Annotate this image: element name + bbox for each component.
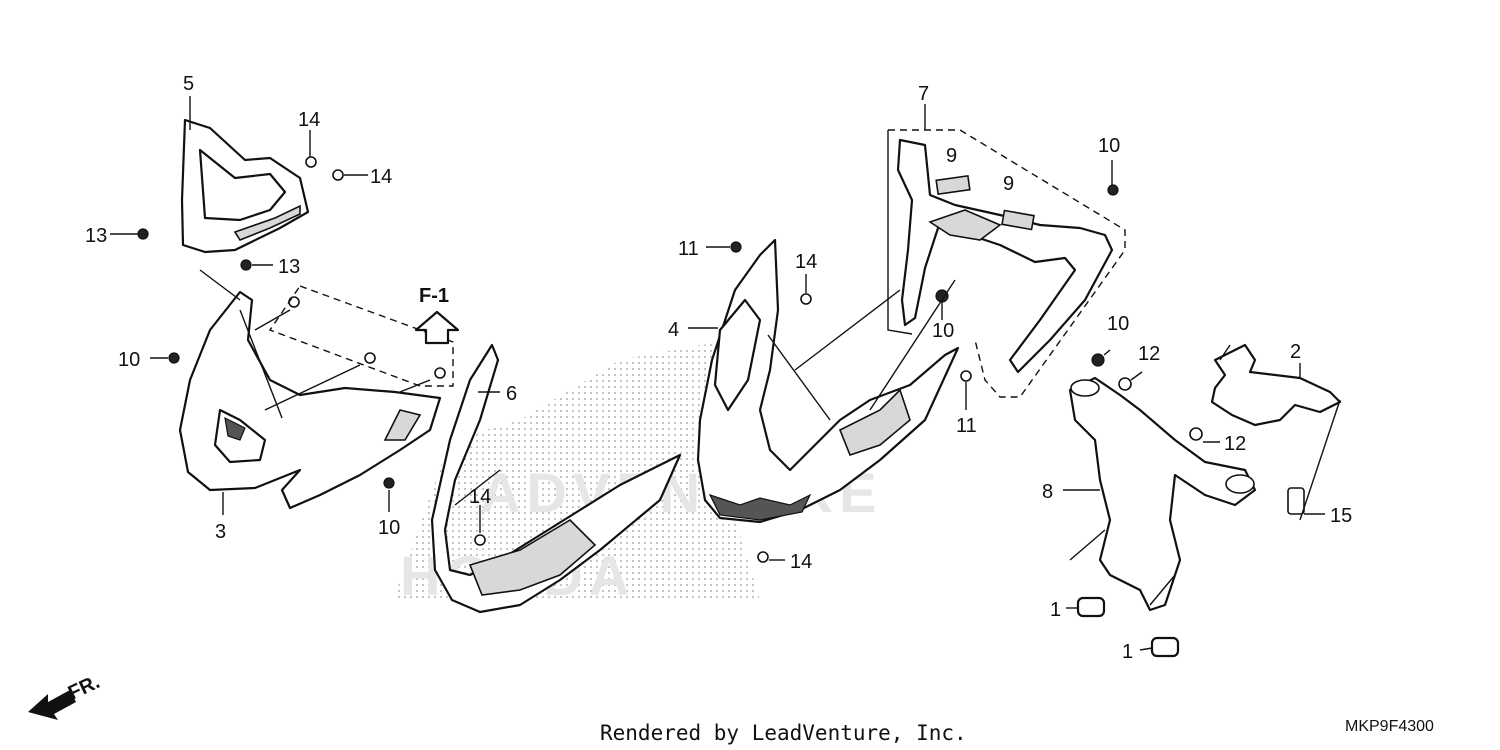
label-10: 10 bbox=[1098, 135, 1120, 157]
part-9-seal-right[interactable] bbox=[1001, 209, 1035, 231]
label-8: 8 bbox=[1042, 481, 1053, 503]
label-4: 4 bbox=[668, 319, 679, 341]
fasteners bbox=[137, 156, 1305, 658]
label-11: 11 bbox=[956, 415, 977, 437]
label-7: 7 bbox=[918, 83, 929, 105]
label-10: 10 bbox=[1107, 313, 1129, 335]
part-3-front-cowl[interactable] bbox=[178, 290, 442, 510]
part-5-upper-cover[interactable] bbox=[180, 118, 310, 254]
label-14: 14 bbox=[370, 166, 392, 188]
label-1: 1 bbox=[1122, 641, 1133, 663]
reference-label: F-1 bbox=[419, 285, 449, 307]
reference-f1[interactable]: F-1 bbox=[414, 285, 460, 345]
diagram-code: MKP9F4300 bbox=[1345, 718, 1434, 735]
part-7-bracket-cover[interactable] bbox=[896, 138, 1114, 374]
label-10: 10 bbox=[378, 517, 400, 539]
label-14: 14 bbox=[790, 551, 812, 573]
rendered-by-credit: Rendered by LeadVenture, Inc. bbox=[600, 721, 967, 745]
label-13: 13 bbox=[85, 225, 107, 247]
label-12: 12 bbox=[1224, 433, 1246, 455]
label-11: 11 bbox=[678, 238, 699, 260]
label-15: 15 bbox=[1330, 505, 1352, 527]
label-14: 14 bbox=[469, 486, 491, 508]
front-direction-indicator: FR. bbox=[28, 671, 103, 720]
label-2: 2 bbox=[1290, 341, 1301, 363]
label-14: 14 bbox=[298, 109, 320, 131]
label-1: 1 bbox=[1050, 599, 1061, 621]
watermark: HONDA ADVENTURE bbox=[395, 340, 876, 607]
label-12: 12 bbox=[1138, 343, 1160, 365]
label-3: 3 bbox=[215, 521, 226, 543]
up-arrow-icon bbox=[414, 310, 460, 345]
part-1-grommet-b[interactable] bbox=[1150, 636, 1180, 658]
label-14: 14 bbox=[795, 251, 817, 273]
label-10: 10 bbox=[118, 349, 140, 371]
part-4-inner-cover[interactable] bbox=[696, 238, 960, 524]
part-1-grommet-a[interactable] bbox=[1076, 596, 1106, 618]
part-2-upper-bracket[interactable] bbox=[1210, 343, 1342, 427]
part-8-stay-bracket[interactable] bbox=[1068, 376, 1257, 612]
label-9: 9 bbox=[1003, 173, 1014, 195]
part-6-side-panel[interactable] bbox=[430, 343, 682, 614]
part-9-seal-left[interactable] bbox=[935, 174, 971, 196]
label-9: 9 bbox=[946, 145, 957, 167]
part-number-labels: 5 14 14 13 13 10 3 10 6 14 4 11 14 14 7 … bbox=[85, 73, 1352, 663]
label-6: 6 bbox=[506, 383, 517, 405]
leader-lines bbox=[110, 96, 1341, 651]
label-10: 10 bbox=[932, 320, 954, 342]
label-5: 5 bbox=[183, 73, 194, 95]
front-arrow-icon bbox=[28, 690, 76, 720]
honda-wing-watermark bbox=[395, 340, 760, 600]
label-13: 13 bbox=[278, 256, 300, 278]
